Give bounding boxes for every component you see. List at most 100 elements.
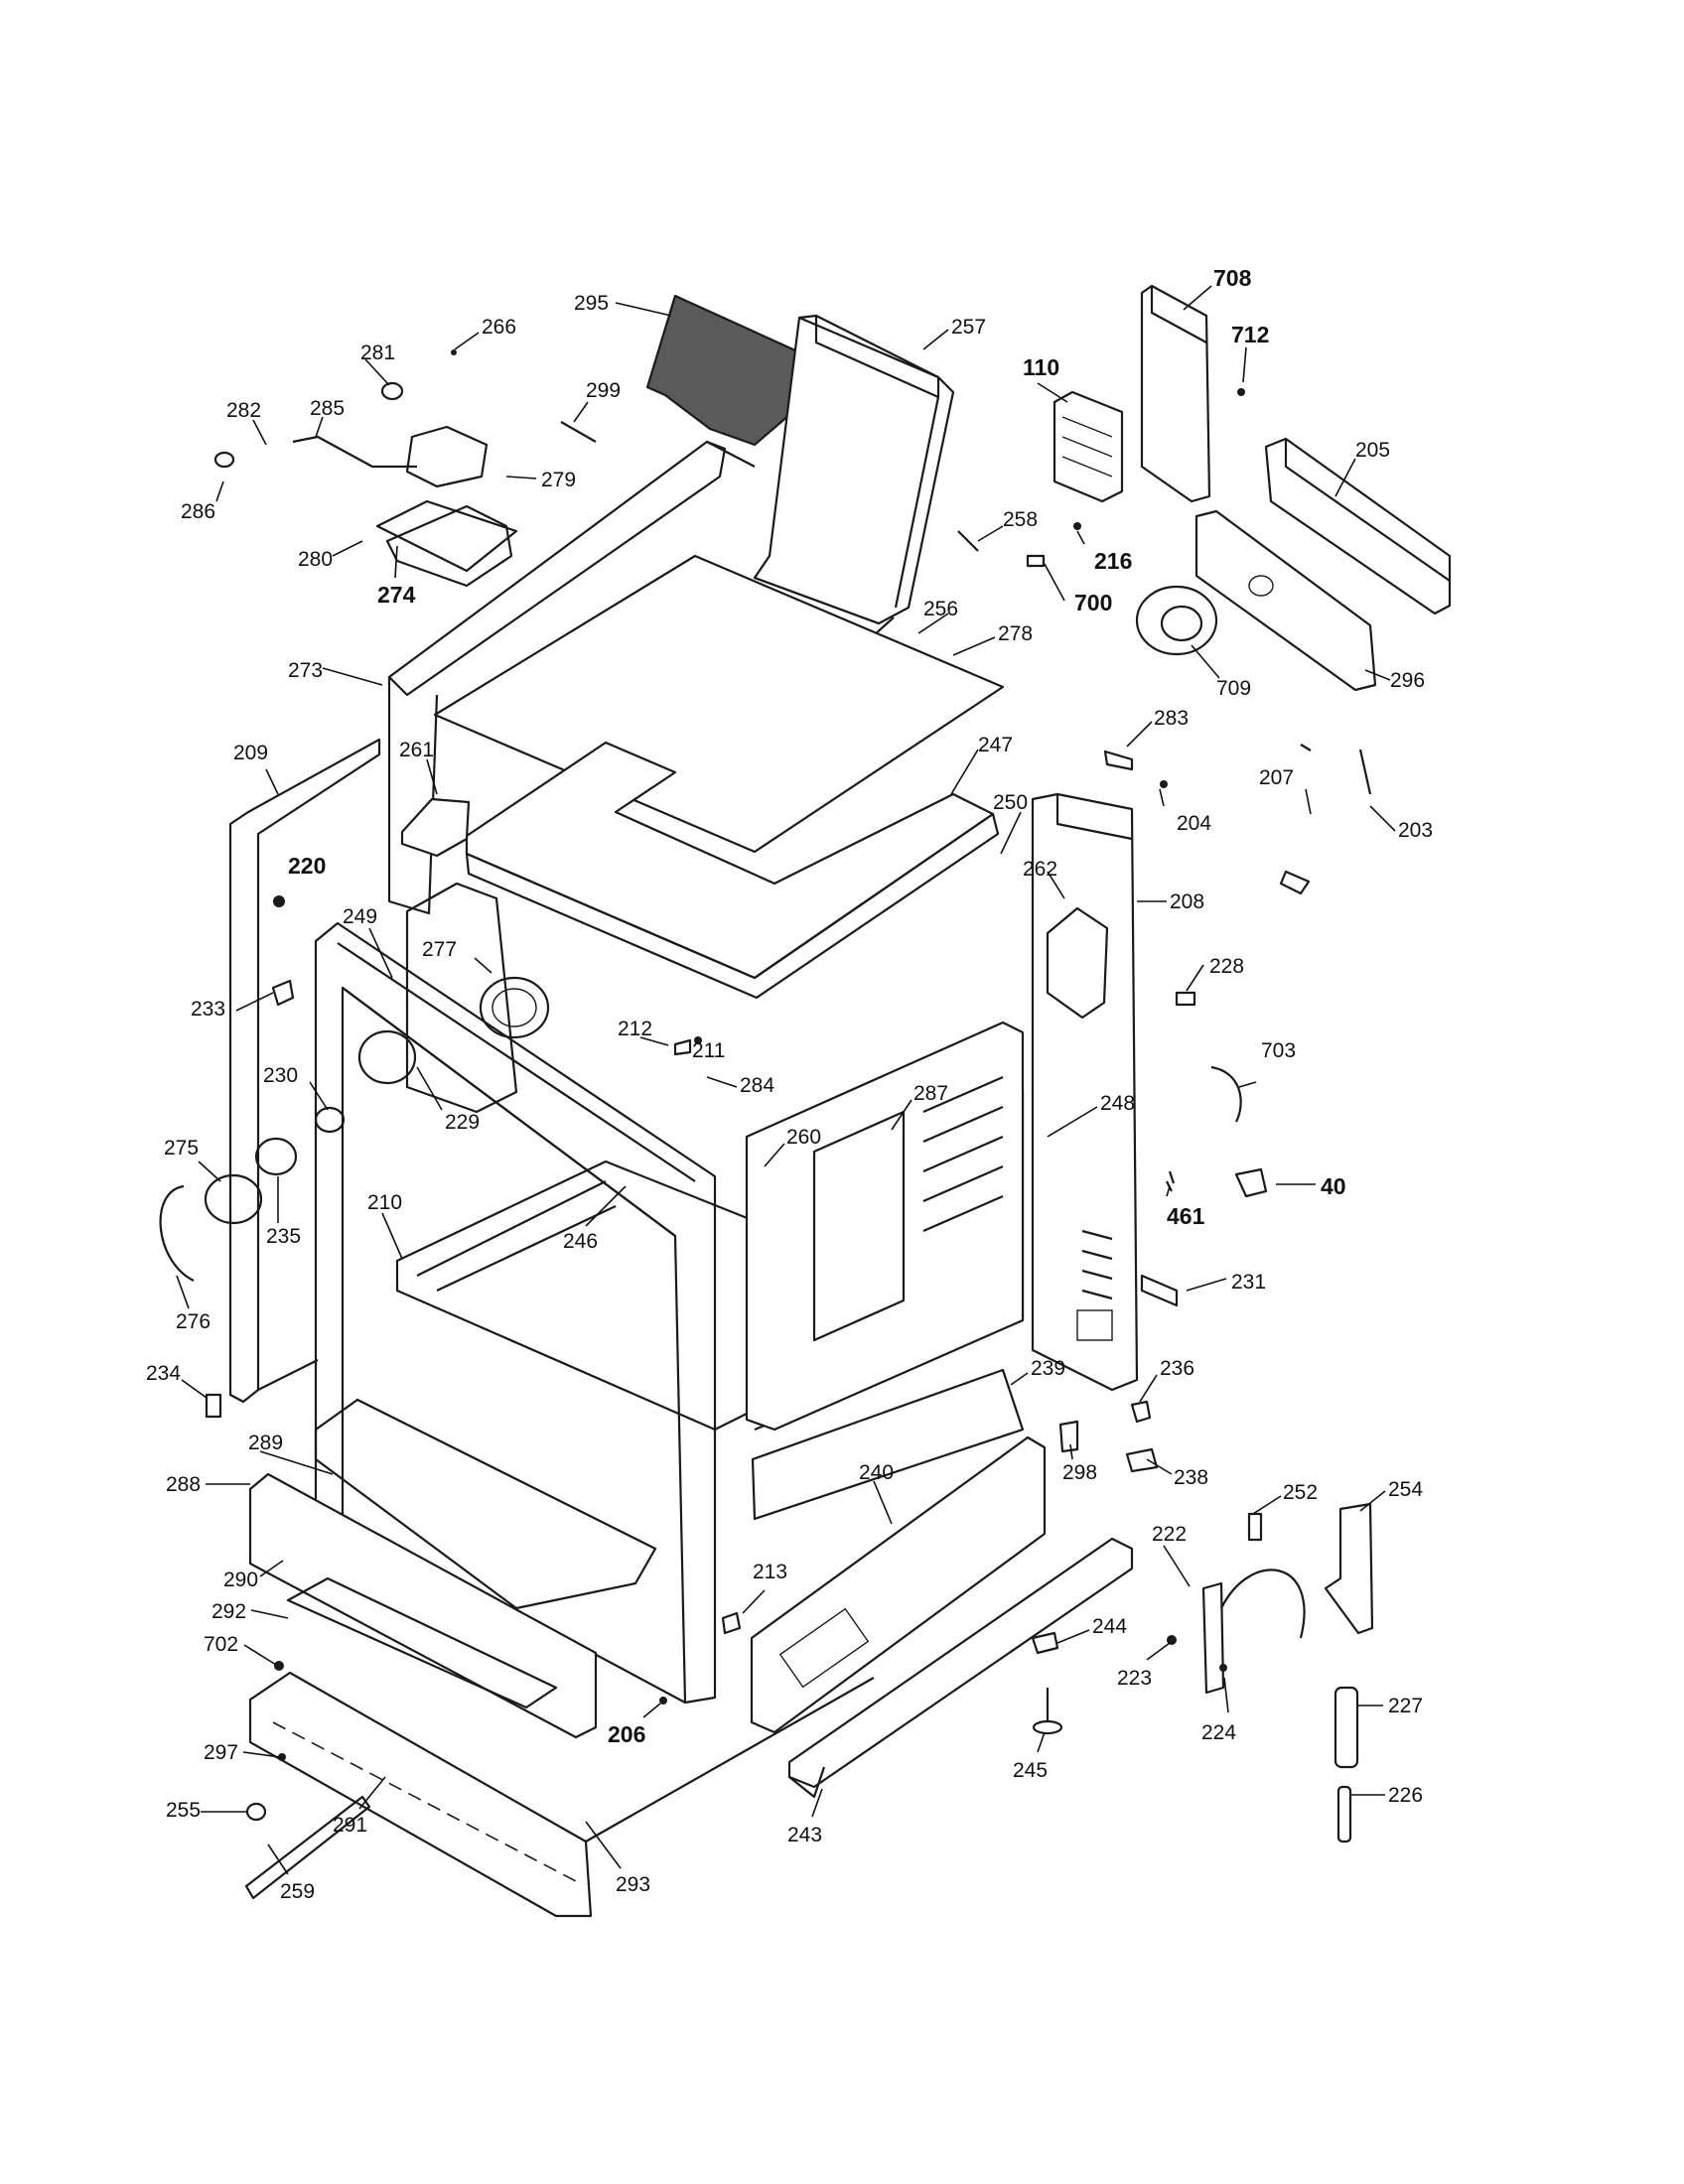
part-209-side-panel [228,738,381,1404]
label-275: 275 [164,1137,199,1160]
label-279: 279 [541,469,576,491]
label-709: 709 [1216,677,1251,700]
label-239: 239 [1031,1357,1065,1380]
label-277: 277 [422,938,457,961]
label-261: 261 [399,739,434,761]
part-708-cover [1140,284,1211,503]
label-228: 228 [1209,955,1244,978]
label-700: 700 [1074,590,1112,615]
label-216: 216 [1094,548,1132,574]
label-248: 248 [1100,1092,1135,1115]
part-709-ring [1135,585,1218,656]
part-293-kick-plate [248,1671,875,1918]
part-257-flue-duct [739,314,955,649]
label-286: 286 [181,500,215,523]
label-211: 211 [692,1039,725,1062]
part-110-control [1052,390,1124,503]
part-262-insulation [1046,906,1109,1020]
part-226-hinge-link [1336,1785,1352,1843]
label-230: 230 [263,1064,298,1087]
label-284: 284 [740,1074,774,1097]
label-299: 299 [586,379,621,402]
label-290: 290 [223,1569,258,1591]
label-40: 40 [1321,1173,1346,1199]
label-250: 250 [993,791,1028,814]
part-277-rear-panel [405,882,550,1114]
label-110: 110 [1023,354,1059,380]
label-295: 295 [574,292,609,315]
label-227: 227 [1388,1695,1423,1717]
label-274: 274 [377,582,416,608]
label-209: 209 [233,742,268,764]
label-226: 226 [1388,1784,1423,1807]
part-230-socket [314,1106,346,1134]
label-257: 257 [951,316,986,339]
label-297: 297 [204,1741,238,1764]
part-254-hinge-bracket [1324,1502,1374,1635]
label-243: 243 [787,1824,822,1846]
label-236: 236 [1160,1357,1194,1380]
part-243-base-rail [787,1537,1134,1799]
part-259-roller [244,1795,371,1900]
label-240: 240 [859,1461,894,1484]
label-234: 234 [146,1362,181,1385]
label-293: 293 [616,1873,650,1896]
label-273: 273 [288,659,323,682]
label-212: 212 [618,1018,652,1040]
label-712: 712 [1231,322,1269,347]
label-287: 287 [913,1082,948,1105]
label-246: 246 [563,1230,598,1253]
label-260: 260 [786,1126,821,1149]
label-222: 222 [1152,1523,1187,1546]
label-254: 254 [1388,1478,1423,1501]
label-278: 278 [998,622,1033,645]
label-224: 224 [1201,1721,1236,1744]
label-256: 256 [923,598,958,620]
label-289: 289 [248,1432,283,1454]
label-259: 259 [280,1880,315,1903]
label-207: 207 [1259,766,1294,789]
label-238: 238 [1174,1466,1208,1489]
part-229-receptacle-plate [357,1029,417,1085]
label-291: 291 [333,1814,367,1837]
label-285: 285 [310,397,345,420]
label-233: 233 [191,998,225,1021]
label-288: 288 [166,1473,201,1496]
part-labels: 295 266 257 708 712 110 281 282 285 299 … [146,265,1433,1903]
label-266: 266 [482,316,516,339]
label-235: 235 [266,1225,301,1248]
part-288-drawer-front [248,1472,598,1739]
label-206: 206 [608,1721,645,1747]
label-702: 702 [204,1633,238,1656]
label-283: 283 [1154,707,1189,730]
label-203: 203 [1398,819,1433,842]
label-282: 282 [226,399,261,422]
part-287-side-panel [745,1021,1025,1432]
label-703: 703 [1261,1039,1296,1062]
label-298: 298 [1062,1461,1097,1484]
label-281: 281 [360,341,395,364]
part-247-inner-top [465,741,1000,1000]
label-205: 205 [1355,439,1390,462]
part-276-wire-clip [159,1184,195,1282]
leader-lines [176,285,1396,1875]
part-261-insulation [400,797,471,858]
part-292-drawer-panel [286,1576,558,1709]
part-296-bracket [1194,509,1377,692]
part-205-rear-bracket [1264,437,1452,615]
part-275-lamp-cover [204,1173,263,1225]
label-229: 229 [445,1111,480,1134]
label-223: 223 [1117,1667,1152,1690]
label-220: 220 [288,853,326,879]
part-245-leveling-leg [1032,1688,1063,1735]
part-239-lower-panel [751,1368,1025,1521]
part-703-strap [1210,1065,1242,1123]
part-289-broiler-pan [314,1398,657,1610]
label-262: 262 [1023,858,1057,881]
label-210: 210 [367,1191,402,1214]
part-278-top-panel [433,554,1005,854]
small-hardware [205,349,1372,1822]
label-252: 252 [1283,1481,1318,1504]
label-296: 296 [1390,669,1425,692]
label-231: 231 [1231,1271,1266,1294]
